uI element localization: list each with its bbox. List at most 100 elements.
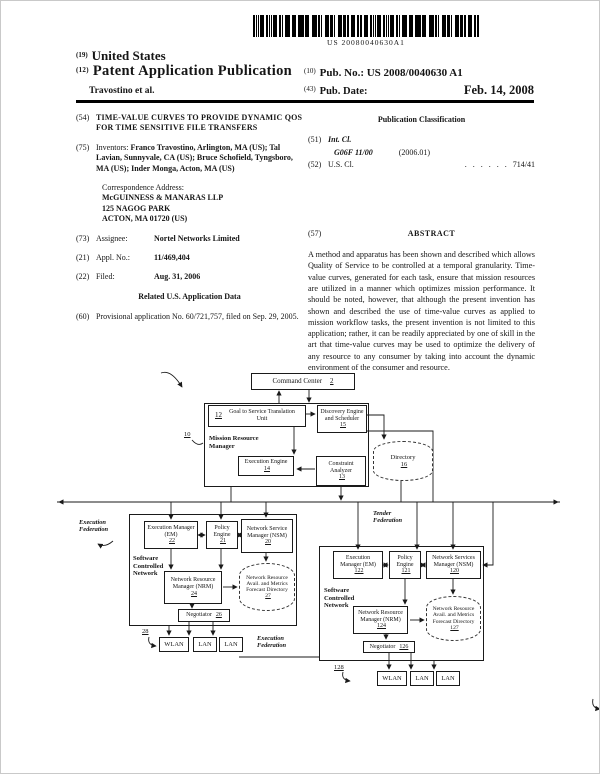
us-cl-label: U.S. Cl. [328,160,354,170]
us-cl-dots: . . . . . . [464,160,509,170]
pub-no-value: US 2008/0040630 A1 [366,67,463,79]
lan-box-left-2: LAN [219,637,243,652]
ref-43: (43) [304,85,316,93]
appl-body: Appl. No.: 11/469,404 [96,253,303,263]
ref-10: (10) [304,67,316,75]
appl-label: Appl. No.: [96,252,130,262]
filed-entry: (22) Filed:Aug. 31, 2006 [76,272,303,282]
forecast-directory-cylinder-right: Network Resource Avail. and Metrics Fore… [426,596,481,641]
network-resource-manager-label-right: Network Resource Manager (NRM) [358,609,403,623]
bibliographic-column-left: (54) TIME-VALUE CURVES TO PROVIDE DYNAMI… [76,113,303,331]
pub-date-label-text: Pub. Date: [319,86,368,97]
execution-manager-box-right: Execution Manager (EM) 122 [333,551,383,579]
network-resource-manager-box-right: Network Resource Manager (NRM) 124 [353,606,408,634]
execution-federation-label-bottom: Execution Federation [257,635,287,650]
negotiator-label-left: Negotiator [186,612,212,619]
constraint-analyzer-label: Constraint Analyzer [328,460,354,474]
correspondence-line-3: ACTON, MA 01720 (US) [102,214,188,224]
lan-group-num-right: 128 [334,664,344,671]
goal-translation-unit-label: Goal to Service Translation Unit [229,409,295,422]
assignee-entry: (73) Assignee:Nortel Networks Limited [76,234,303,244]
scn-right-box [319,546,484,661]
abstract-heading: ABSTRACT [407,228,456,238]
discovery-engine-scheduler-num: 15 [340,422,346,429]
first-inventor-line: Travostino et al. [89,86,155,96]
invention-title: TIME-VALUE CURVES TO PROVIDE DYNAMIC QOS… [96,113,303,133]
title-entry: (54) TIME-VALUE CURVES TO PROVIDE DYNAMI… [76,113,303,134]
execution-federation-label-left: Execution Federation [79,519,109,534]
filed-body: Filed:Aug. 31, 2006 [96,272,303,282]
command-center-box: Command Center 2 [251,373,355,390]
provisional-text: Provisional application No. 60/721,757, … [96,312,299,322]
us-cl-field-code: (52) [308,160,322,170]
title-field-code: (54) [76,113,90,122]
int-cl-label: Int. Cl. [328,135,352,145]
int-cl-year: (2006.01) [398,147,431,157]
network-service-manager-num-left: 20 [265,539,271,546]
forecast-directory-num-right: 127 [450,624,459,631]
forecast-directory-num-left: 27 [265,593,271,600]
appl-field-code: (21) [76,252,90,262]
command-center-num: 2 [330,376,334,385]
assignee-label: Assignee: [96,233,128,243]
pub-date-label: (43)Pub. Date: [304,85,368,97]
publication-date-line: (43)Pub. Date: Feb. 14, 2008 [304,83,534,98]
network-resource-manager-num-left: 24 [191,590,197,597]
wlan-box-left: WLAN [159,637,189,652]
execution-manager-label-left: Execution Manager (EM) [147,524,195,538]
assignee-body: Assignee:Nortel Networks Limited [96,234,303,244]
policy-engine-label-left: Policy Engine [213,524,231,538]
kind-code-19: (19) [76,51,88,59]
wlan-box-right: WLAN [377,671,407,686]
forecast-directory-label-right: Network Resource Avail. and Metrics Fore… [432,606,475,625]
barcode-number: US 20080040630A1 [327,38,405,47]
correspondence-line-1: McGUINNESS & MANARAS LLP [102,193,224,203]
scn-left-label: Software Controlled Network [133,555,164,578]
abstract-heading-row: (57) ABSTRACT [308,229,535,239]
execution-engine-num: 14 [264,466,270,472]
appl-no-entry: (21) Appl. No.: 11/469,404 [76,253,303,263]
forecast-directory-cylinder-left: Network Resource Avail. and Metrics Fore… [239,563,295,611]
execution-engine-box: Execution Engine 14 [238,456,294,476]
network-services-manager-num-right: 120 [450,568,459,575]
publication-classification-heading: Publication Classification [377,115,466,124]
network-resource-manager-num-right: 124 [377,623,386,630]
policy-engine-num-right: 121 [401,568,411,575]
us-cl-body: U.S. Cl. . . . . . . 714/41 [328,160,535,170]
network-services-manager-label-right: Network Services Manager (NSM) [432,554,475,568]
lan-group-num-left: 28 [142,628,149,635]
scn-left-box [129,514,297,626]
mission-resource-manager-num: 10 [184,431,191,438]
network-service-manager-box-left: Network Service Manager (NSM) 20 [241,519,293,553]
filed-field-code: (22) [76,272,90,282]
appl-no-value: 11/469,404 [154,252,190,262]
publication-number-line: (10)Pub. No.: US 2008/0040630 A1 [304,67,534,79]
network-service-manager-label-left: Network Service Manager (NSM) [246,525,288,539]
figure-block-diagram: Command Center 2 10 Mission Resource Man… [1,369,599,773]
network-resource-manager-box-left: Network Resource Manager (NRM) 24 [164,571,222,604]
execution-manager-num-right: 122 [354,568,364,575]
constraint-analyzer-box: Constraint Analyzer 13 [316,456,366,486]
forecast-directory-label-left: Network Resource Avail. and Metrics Fore… [246,574,288,593]
lan-box-left-1: LAN [193,637,217,652]
negotiator-num-right: 126 [399,643,409,650]
kind-code-12: (12) [76,66,89,74]
bibliographic-column-right: Publication Classification (51) Int. Cl.… [308,113,535,373]
goal-translation-unit-num: 12 [215,411,222,420]
discovery-engine-scheduler-box: Discovery Engine and Scheduler 15 [317,405,367,433]
correspondence-label: Correspondence Address: [102,182,184,192]
correspondence-block: Correspondence Address: McGUINNESS & MAN… [102,183,303,225]
filed-label: Filed: [96,272,115,282]
assignee-field-code: (73) [76,233,90,243]
command-center-label: Command Center [272,376,323,385]
related-data-heading: Related U.S. Application Data [138,291,241,301]
pub-no-label: Pub. No.: [319,67,364,79]
inventors-field-code: (75) [76,142,90,152]
negotiator-box-left: Negotiator 26 [178,609,230,622]
lan-box-right-1: LAN [410,671,434,686]
barcode-image [253,15,479,37]
execution-manager-box-left: Execution Manager (EM) 22 [144,521,198,549]
provisional-field-code: (60) [76,312,90,322]
int-cl-field-code: (51) [308,135,322,145]
